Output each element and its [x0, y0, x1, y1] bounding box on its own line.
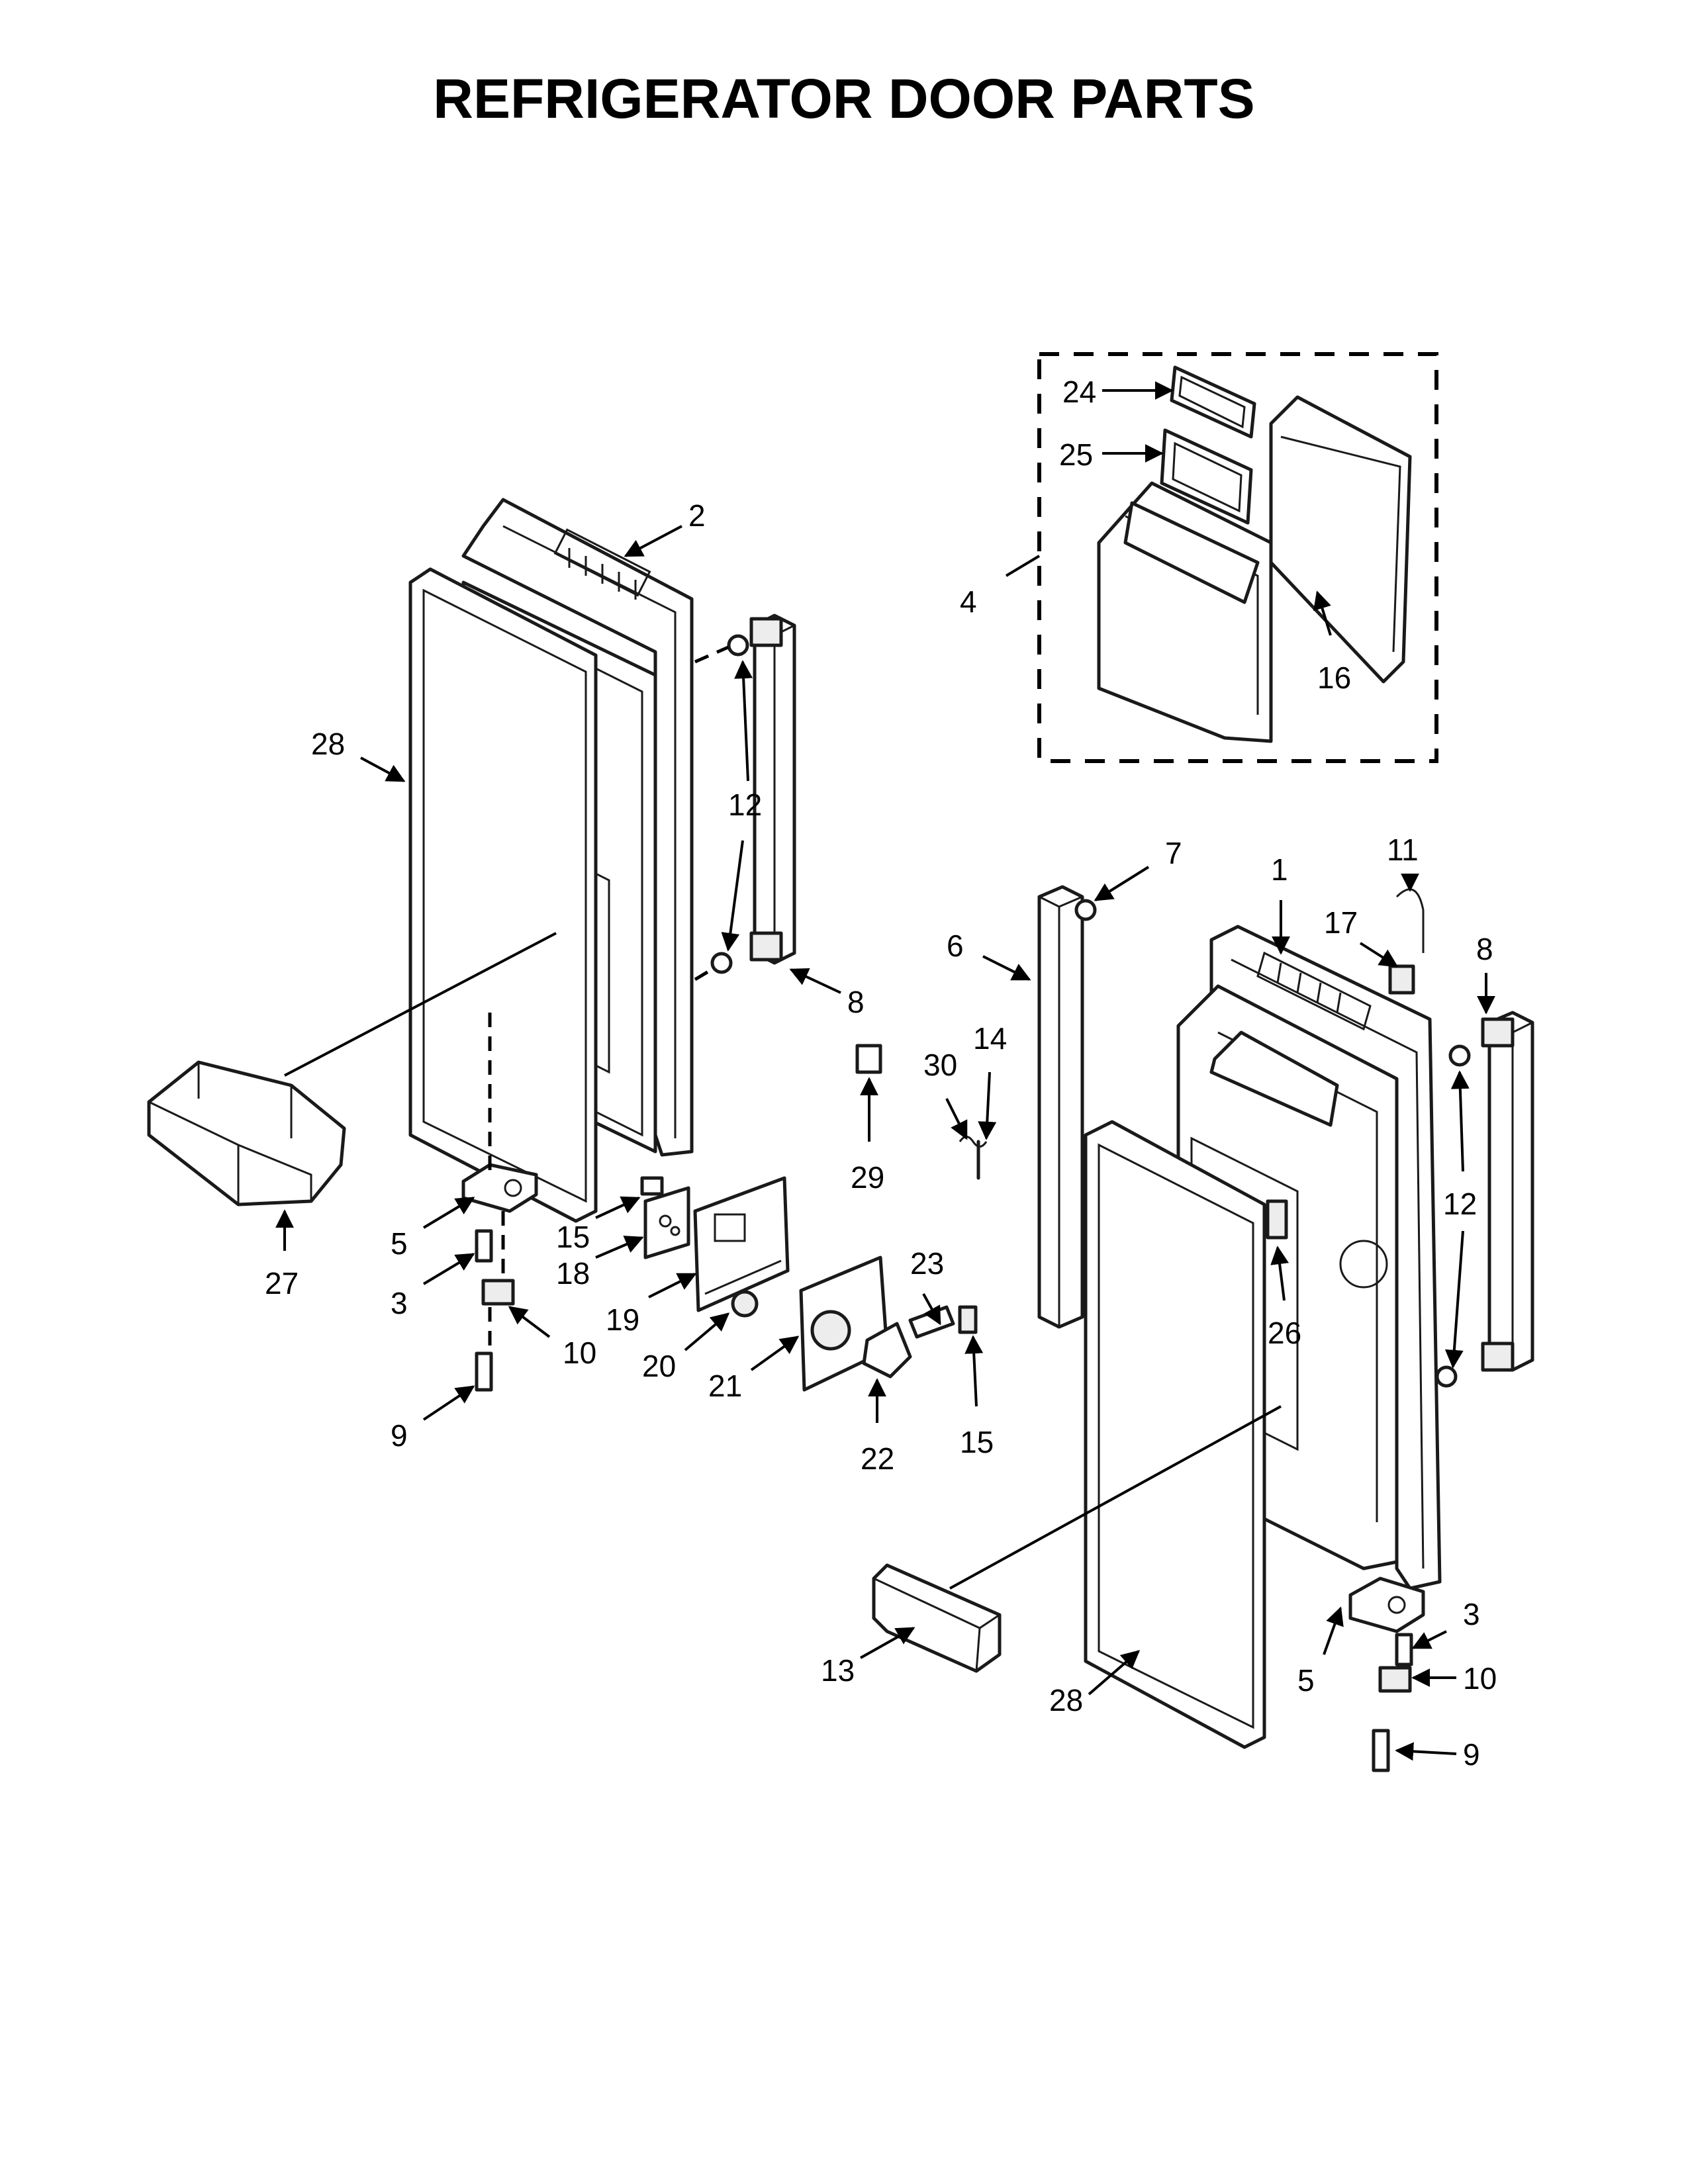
right-hinge-bolt: [1395, 1633, 1413, 1666]
screw-15b: [958, 1305, 978, 1334]
left-hinge: [461, 1163, 538, 1213]
callout-4: 4: [960, 584, 977, 619]
handle-screw-top: [727, 634, 749, 657]
callout-2: 2: [688, 498, 706, 533]
trim-25: [1160, 428, 1253, 525]
right-door-assembly: [872, 885, 1534, 1772]
dispenser-parts: [640, 1044, 988, 1392]
right-door-handle: [1487, 1011, 1534, 1372]
dispenser-bracket: [908, 1305, 955, 1339]
callout-12: 12: [728, 788, 762, 822]
callout-24: 24: [1062, 375, 1096, 409]
cover-kit-box: [1037, 352, 1438, 763]
callout-5: 5: [391, 1226, 408, 1261]
water-tube: [1395, 888, 1425, 953]
right-handle-mount-bottom: [1481, 1342, 1515, 1372]
tube-fitting-17: [1388, 964, 1415, 995]
callout-15b: 15: [960, 1425, 994, 1459]
right-door-bin: [872, 1563, 1002, 1673]
callout-9: 9: [391, 1418, 408, 1453]
callout-30: 30: [923, 1048, 957, 1082]
right-handle-screw-bottom: [1435, 1365, 1458, 1388]
callout-18: 18: [556, 1256, 590, 1291]
callout-15: 15: [556, 1220, 590, 1254]
callout-1: 1: [1271, 852, 1288, 887]
callout-10: 10: [563, 1336, 596, 1370]
right-handle-mount-top: [1481, 1017, 1515, 1048]
callout-20: 20: [642, 1349, 676, 1383]
left-hinge-bolt: [475, 1229, 493, 1263]
cover-window: [1123, 501, 1260, 604]
leader-lines: [275, 381, 1495, 1761]
callout-23: 23: [910, 1246, 944, 1281]
left-door-bin: [147, 1060, 346, 1206]
right-hinge-shim: [1378, 1666, 1412, 1693]
callout-28: 28: [311, 727, 345, 761]
callout-17: 17: [1324, 905, 1358, 940]
callout-10b: 10: [1463, 1661, 1497, 1696]
door-top-vents: [553, 528, 651, 600]
dispenser-switch-29: [855, 1044, 882, 1074]
left-hinge-screw: [475, 1351, 493, 1392]
dispenser-motor: [810, 1310, 851, 1351]
callout-13: 13: [821, 1653, 855, 1688]
callout-9b: 9: [1463, 1737, 1480, 1772]
callout-8: 8: [847, 985, 865, 1019]
handle-mount-top: [749, 617, 783, 647]
callout-29: 29: [851, 1160, 884, 1195]
right-hinge-screw: [1372, 1729, 1390, 1772]
screw-7: [1074, 899, 1097, 921]
callout-6: 6: [947, 929, 964, 963]
callout-16: 16: [1317, 660, 1351, 695]
handle-screw-bottom: [710, 952, 733, 974]
screw-15a: [640, 1176, 664, 1196]
left-door-gasket: [408, 567, 598, 1223]
right-hinge: [1348, 1576, 1425, 1633]
right-handle-screw-top: [1448, 1044, 1471, 1067]
left-door-assembly: [147, 498, 796, 1392]
callout-3: 3: [391, 1286, 408, 1320]
callout-26: 26: [1268, 1316, 1301, 1350]
left-hinge-shim: [481, 1279, 515, 1306]
callout-3b: 3: [1463, 1597, 1480, 1631]
right-door-dispenser-recess: [1209, 1030, 1339, 1127]
dispenser-paddle: [862, 1322, 912, 1379]
callout-27: 27: [265, 1266, 299, 1300]
callout-22: 22: [861, 1441, 894, 1476]
callout-7: 7: [1165, 836, 1182, 870]
dispenser-switch-board: [643, 1186, 690, 1259]
cover-panel-16: [1269, 395, 1412, 684]
door-switch-26: [1266, 1199, 1288, 1240]
callout-14: 14: [973, 1021, 1007, 1056]
right-door-top-vents: [1256, 951, 1372, 1031]
callout-5b: 5: [1297, 1663, 1315, 1698]
page-title: REFRIGERATOR DOOR PARTS: [433, 68, 1254, 130]
dispenser-control-housing: [693, 1176, 790, 1312]
handle-mount-bottom: [749, 931, 783, 962]
spring-clip-30: [959, 1136, 988, 1148]
callout-8b: 8: [1476, 932, 1493, 966]
callout-12b: 12: [1443, 1187, 1477, 1221]
callout-labels: 2 28 12 8 27 5 3 10 9 15 18 19 20 21 22 …: [265, 375, 1497, 1772]
callout-21: 21: [708, 1369, 742, 1403]
right-door-bump: [1339, 1240, 1388, 1289]
right-door-gasket: [1084, 1120, 1266, 1749]
right-door-trim-strip: [1037, 885, 1084, 1329]
callout-19: 19: [606, 1302, 639, 1337]
callout-11: 11: [1387, 833, 1419, 867]
callout-28b: 28: [1049, 1683, 1083, 1717]
screw-20: [731, 1290, 759, 1318]
callout-25: 25: [1059, 437, 1093, 472]
